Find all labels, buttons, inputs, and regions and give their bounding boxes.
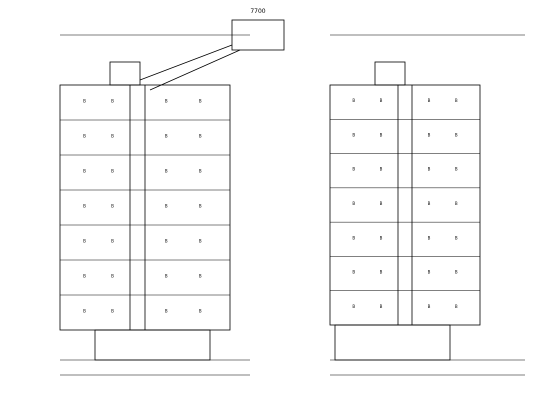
detail-box xyxy=(139,19,285,91)
room-label: B xyxy=(165,169,168,174)
left-plan xyxy=(59,61,231,361)
detail-leader-2 xyxy=(149,49,241,91)
room-label: B xyxy=(428,270,431,275)
right-plan xyxy=(329,61,481,361)
room-label: B xyxy=(380,201,383,206)
room-label: B xyxy=(455,167,458,172)
room-label: B xyxy=(83,134,86,139)
room-label: B xyxy=(83,239,86,244)
room-label: B xyxy=(111,134,114,139)
room-label: B xyxy=(111,99,114,104)
room-label: B xyxy=(111,169,114,174)
room-label: B xyxy=(111,204,114,209)
detail-leader-1 xyxy=(139,44,233,81)
room-label: B xyxy=(352,235,355,240)
room-label: B xyxy=(455,201,458,206)
room-label: B xyxy=(199,204,202,209)
room-label: B xyxy=(165,204,168,209)
room-label: B xyxy=(455,304,458,309)
room-label: B xyxy=(352,132,355,137)
room-label: B xyxy=(165,239,168,244)
left-bottom-core xyxy=(94,329,211,361)
room-label: B xyxy=(83,169,86,174)
room-label: B xyxy=(455,98,458,103)
room-label: B xyxy=(380,167,383,172)
room-label: B xyxy=(380,304,383,309)
room-label: B xyxy=(455,235,458,240)
room-label: B xyxy=(199,239,202,244)
room-label: B xyxy=(352,167,355,172)
room-label: B xyxy=(455,270,458,275)
room-label: B xyxy=(428,235,431,240)
room-label: B xyxy=(199,169,202,174)
room-label: B xyxy=(165,309,168,314)
room-label: B xyxy=(83,99,86,104)
room-label: B xyxy=(428,98,431,103)
room-label: B xyxy=(380,98,383,103)
room-label: B xyxy=(380,132,383,137)
right-stair xyxy=(374,61,406,86)
room-label: B xyxy=(199,99,202,104)
room-label: B xyxy=(352,304,355,309)
room-label: B xyxy=(111,239,114,244)
detail-label: 7700 xyxy=(250,8,265,15)
room-label: B xyxy=(83,274,86,279)
room-label: B xyxy=(111,274,114,279)
room-label: B xyxy=(83,309,86,314)
room-label: B xyxy=(83,204,86,209)
room-label: B xyxy=(352,98,355,103)
room-label: B xyxy=(380,270,383,275)
room-label: B xyxy=(165,134,168,139)
room-label: B xyxy=(199,134,202,139)
room-label: B xyxy=(199,274,202,279)
room-label: B xyxy=(165,99,168,104)
room-label: B xyxy=(428,201,431,206)
left-floor-lines: B B B B B B B B B B B B B B B B B B B B B B B B B B B B xyxy=(60,99,230,314)
right-floor-lines: B B B B B B B B B B B B B B B B B B B B B B B B B B B B xyxy=(330,98,480,309)
room-label: B xyxy=(111,309,114,314)
room-label: B xyxy=(428,132,431,137)
room-label: B xyxy=(352,201,355,206)
room-label: B xyxy=(428,167,431,172)
room-label: B xyxy=(455,132,458,137)
room-label: B xyxy=(165,274,168,279)
left-stair xyxy=(109,61,141,86)
room-label: B xyxy=(199,309,202,314)
detail-rect xyxy=(231,19,285,51)
room-label: B xyxy=(428,304,431,309)
room-label: B xyxy=(352,270,355,275)
room-label: B xyxy=(380,235,383,240)
right-bottom-core xyxy=(334,324,451,361)
